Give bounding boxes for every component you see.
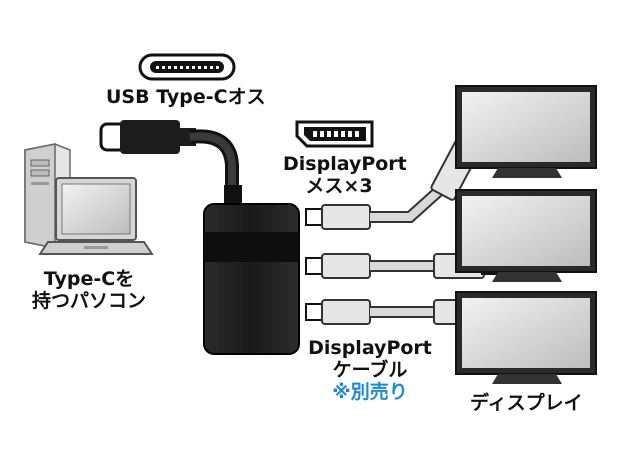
adapter-hub-icon [99,120,300,355]
usb-c-port-icon [138,53,236,81]
label-sold-separately: ※別売り [332,381,408,403]
label-displayport-cable: DisplayPort ケーブル ※別売り [302,337,438,403]
label-displayport-female: DisplayPort メス×3 [283,153,407,197]
label-pc-with-typec: Type-Cを 持つパソコン [24,268,154,312]
label-usb-typec-male: USB Type-Cオス [106,86,266,108]
label-cable-line1: DisplayPort [308,337,432,359]
cable-to-monitor-1 [305,126,485,230]
label-displayport-line2: メス×3 [305,175,373,197]
label-pc-line2: 持つパソコン [31,290,146,312]
monitor-icon [455,189,597,282]
label-pc-line1: Type-Cを [43,268,135,290]
label-displayport-line1: DisplayPort [283,153,407,175]
monitor-icon [455,85,597,178]
monitor-icon [455,291,597,384]
label-cable-line2: ケーブル [332,359,408,381]
displayport-port-icon [295,120,374,148]
label-display: ディスプレイ [470,392,583,414]
laptop-icon [38,177,154,255]
